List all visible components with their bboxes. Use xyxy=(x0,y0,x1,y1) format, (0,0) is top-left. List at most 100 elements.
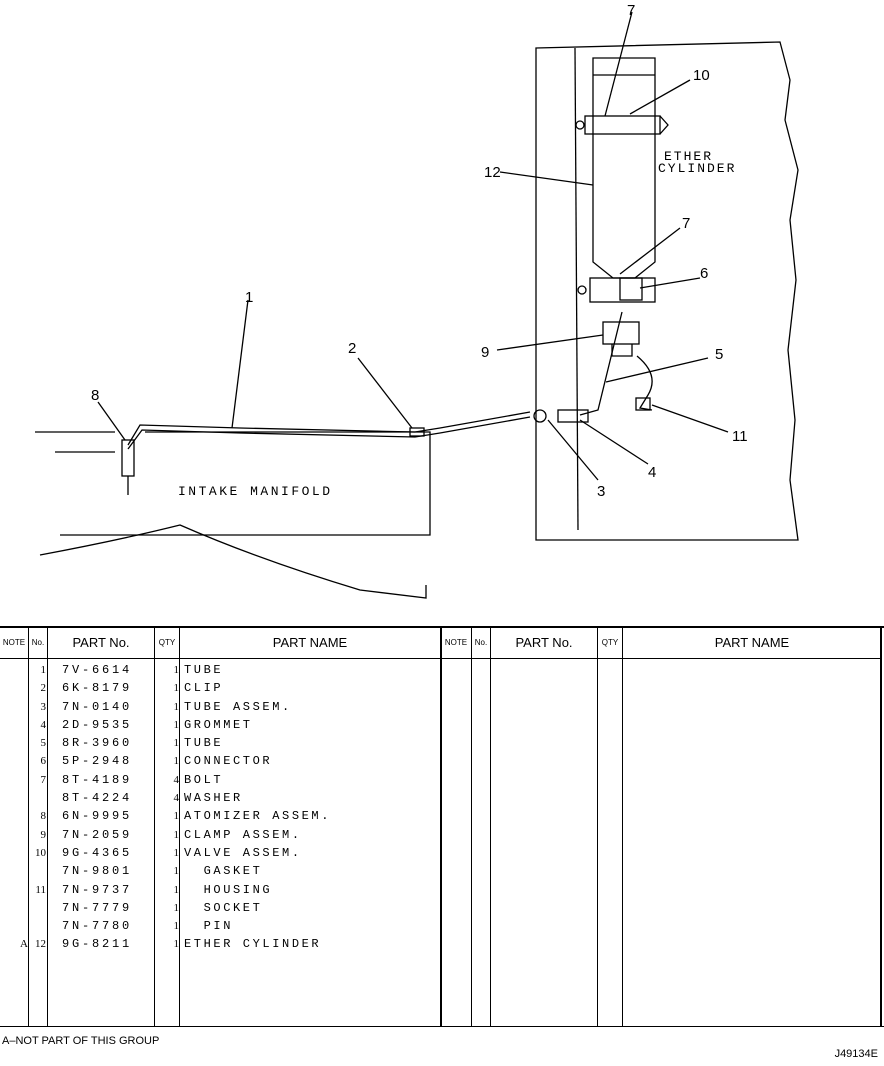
quantity-cell: 4 xyxy=(173,773,180,786)
part-name-cell: CLIP xyxy=(184,681,224,696)
intake-manifold xyxy=(35,431,431,536)
drawing-code: J49134E xyxy=(834,1048,878,1060)
callout-1: 1 xyxy=(245,289,253,306)
table-row: 7N-9801 1 GASKET xyxy=(0,862,440,880)
quantity-cell: 1 xyxy=(173,828,180,841)
part-name-cell: TUBE ASSEM. xyxy=(184,699,292,714)
part-name-cell: CONNECTOR xyxy=(184,754,273,769)
tube-5 xyxy=(579,311,623,416)
callout-7-top: 7 xyxy=(627,2,635,19)
part-number-cell: 8T-4224 xyxy=(62,791,133,806)
quantity-cell: 1 xyxy=(173,938,180,951)
part-number-cell: 2D-9535 xyxy=(62,717,133,732)
part-name-cell: VALVE ASSEM. xyxy=(184,845,302,860)
header-part-name: PART NAME xyxy=(180,628,440,659)
label-cylinder: CYLINDER xyxy=(658,161,736,176)
item-number-cell: 10 xyxy=(35,846,46,859)
part-number-cell: 9G-4365 xyxy=(62,845,133,860)
part-name-cell: HOUSING xyxy=(184,882,273,897)
callout-4: 4 xyxy=(648,464,656,481)
header-qty-2: QTY xyxy=(598,628,622,659)
grommet xyxy=(557,409,589,423)
part-name-cell: TUBE xyxy=(184,736,224,751)
mounting-panel xyxy=(535,41,799,541)
callout-12: 12 xyxy=(484,164,501,181)
parts-table: NOTE No. PART No. QTY PART NAME NOTE No.… xyxy=(0,626,884,1027)
item-number-cell: 11 xyxy=(35,883,46,896)
label-ether: ETHER xyxy=(664,149,713,164)
quantity-cell: 1 xyxy=(173,700,180,713)
part-number-cell: 7N-2059 xyxy=(62,827,133,842)
header-part-no-2: PART No. xyxy=(491,628,597,659)
part-name-cell: GROMMET xyxy=(184,717,253,732)
quantity-cell: 1 xyxy=(173,901,180,914)
header-note-2: NOTE xyxy=(441,628,471,659)
callout-7: 7 xyxy=(682,215,690,232)
part-name-cell: ETHER CYLINDER xyxy=(184,937,322,952)
item-number-cell: 7 xyxy=(40,773,47,786)
part-number-cell: 8T-4189 xyxy=(62,772,133,787)
table-row: 5 8R-3960 1 TUBE xyxy=(0,734,440,752)
quantity-cell: 1 xyxy=(173,883,180,896)
part-name-cell: TUBE xyxy=(184,663,224,677)
part-number-cell: 7N-9801 xyxy=(62,864,133,879)
connector xyxy=(619,277,643,301)
table-row: 4 2D-9535 1 GROMMET xyxy=(0,716,440,734)
atomizer xyxy=(121,439,135,477)
part-name-cell: BOLT xyxy=(184,772,224,787)
header-note: NOTE xyxy=(0,628,28,659)
callout-6: 6 xyxy=(700,265,708,282)
item-number-cell: 12 xyxy=(35,938,46,951)
item-number-cell: 5 xyxy=(40,737,47,750)
callout-3: 3 xyxy=(597,483,605,500)
header-part-name-2: PART NAME xyxy=(623,628,881,659)
label-intake-manifold: INTAKE MANIFOLD xyxy=(178,484,333,499)
ether-cylinder xyxy=(592,57,656,279)
item-number-cell: 2 xyxy=(40,682,47,695)
quantity-cell: 1 xyxy=(173,920,180,933)
part-name-cell: SOCKET xyxy=(184,900,263,915)
valve-bracket xyxy=(589,277,656,303)
quantity-cell: 1 xyxy=(173,810,180,823)
header-part-no: PART No. xyxy=(48,628,154,659)
item-number-cell: 6 xyxy=(40,755,47,768)
part-name-cell: PIN xyxy=(184,919,234,934)
tube-fitting xyxy=(533,409,547,423)
part-number-cell: 6K-8179 xyxy=(62,681,133,696)
part-number-cell: 5P-2948 xyxy=(62,754,133,769)
tube-1 xyxy=(127,411,531,446)
part-number-cell: 7N-9737 xyxy=(62,882,133,897)
callout-9: 10 xyxy=(693,67,710,84)
part-number-cell: 6N-9995 xyxy=(62,809,133,824)
table-row: 11 7N-9737 1 HOUSING xyxy=(0,881,440,899)
part-number-cell: 7N-7780 xyxy=(62,919,133,934)
part-number-cell: 8R-3960 xyxy=(62,736,133,751)
header-no: No. xyxy=(29,628,47,659)
housing xyxy=(636,355,653,411)
quantity-cell: 1 xyxy=(173,718,180,731)
item-number-cell: 3 xyxy=(40,700,47,713)
quantity-cell: 1 xyxy=(173,737,180,750)
valve-assembly xyxy=(602,321,640,345)
table-row: 7N-7780 1 PIN xyxy=(0,917,440,935)
item-number-cell: 4 xyxy=(40,718,47,731)
footnote: A–NOT PART OF THIS GROUP xyxy=(2,1035,160,1047)
item-number-cell: 8 xyxy=(40,810,47,823)
part-number-cell: 9G-8211 xyxy=(62,937,133,952)
quantity-cell: 1 xyxy=(173,865,180,878)
clamp xyxy=(584,115,661,135)
quantity-cell: 4 xyxy=(173,792,180,805)
callout-10: 9 xyxy=(481,344,489,361)
callout-11: 11 xyxy=(732,428,748,445)
part-name-cell: GASKET xyxy=(184,864,263,879)
